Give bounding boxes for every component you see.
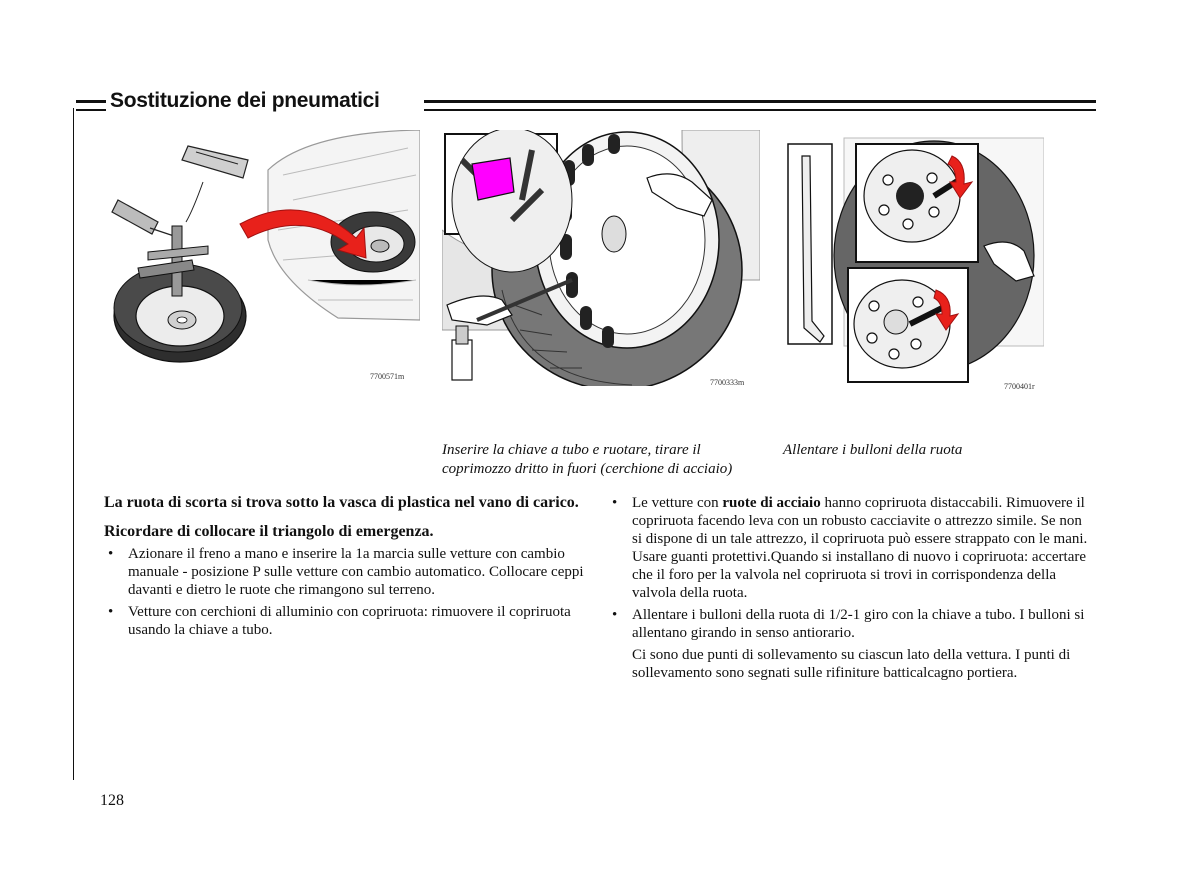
list-item: •Azionare il freno a mano e inserire la … [108, 546, 584, 598]
emphasis-steel-wheels: ruote di acciaio [722, 495, 821, 511]
figure-spare-wheel: 7700571m [108, 130, 420, 390]
caption-bolts: Allentare i bulloni della ruota [783, 442, 963, 458]
bullet-icon: • [612, 607, 618, 623]
jacking-points-note: Ci sono due punti di sollevamento su cia… [632, 647, 1071, 681]
bullet-icon: • [612, 495, 618, 511]
caption-hubcap: Inserire la chiave a tubo e ruotare, tir… [442, 442, 733, 477]
figure-code: 7700333m [710, 378, 745, 387]
figure-code: 7700571m [370, 372, 405, 381]
left-column: La ruota di scorta si trova sotto la vas… [104, 493, 586, 643]
header-rule-right [424, 100, 1096, 111]
instruction-list: •Azionare il freno a mano e inserire la … [104, 545, 586, 639]
page-number: 128 [100, 792, 124, 809]
list-item: •Allentare i bulloni della ruota di 1/2-… [612, 607, 1085, 641]
figure-code: 7700401r [1004, 382, 1035, 391]
margin-rule [73, 108, 74, 780]
lead-warning-triangle: Ricordare di collocare il triangolo di e… [104, 523, 434, 540]
figure-hubcap-removal: 7700333m [442, 130, 760, 387]
bullet-icon: • [108, 546, 114, 562]
bullet-icon: • [108, 604, 114, 620]
remove-hubcap-illustration [442, 130, 760, 386]
figure-loosen-bolts: 7700401r [784, 136, 1044, 391]
spare-wheel-and-tools-illustration [111, 130, 420, 363]
list-item: •Vetture con cerchioni di alluminio con … [108, 604, 571, 638]
header-rule-left [76, 100, 106, 111]
loosen-wheel-bolts-illustration [787, 137, 1044, 383]
right-column: • Le vetture con ruote di acciaio hanno … [608, 494, 1094, 682]
page-title: Sostituzione dei pneumatici [110, 89, 380, 112]
instruction-list: • Le vetture con ruote di acciaio hanno … [608, 494, 1094, 642]
lead-spare-wheel-location: La ruota di scorta si trova sotto la vas… [104, 494, 579, 511]
list-item: • Le vetture con ruote di acciaio hanno … [612, 495, 1088, 601]
